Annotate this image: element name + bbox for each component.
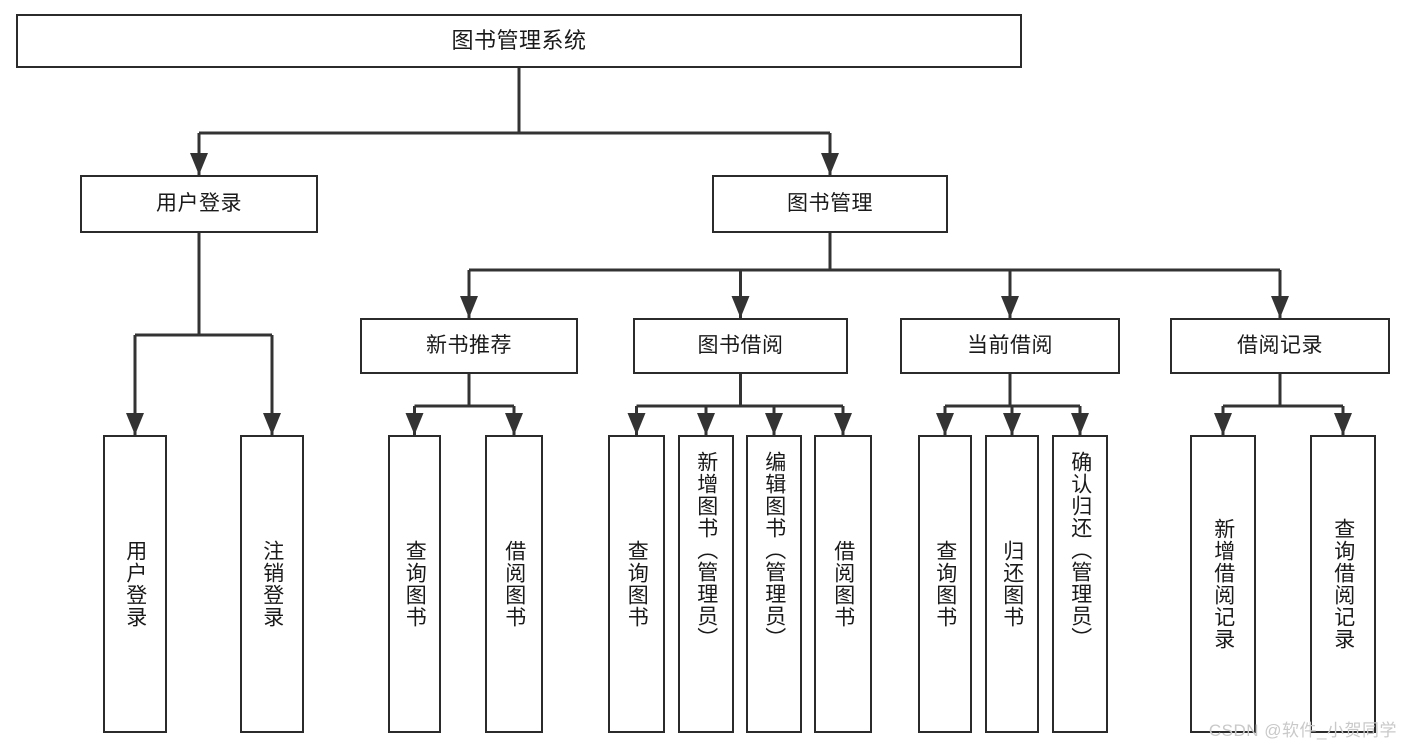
node-current[interactable]: 当前借阅 (900, 318, 1120, 374)
node-borrow[interactable]: 图书借阅 (633, 318, 848, 374)
node-records[interactable]: 借阅记录 (1170, 318, 1390, 374)
node-label: 归还图书 (1000, 540, 1024, 628)
node-r-query[interactable]: 查询借阅记录 (1310, 435, 1376, 733)
node-newbook[interactable]: 新书推荐 (360, 318, 578, 374)
node-r-add[interactable]: 新增借阅记录 (1190, 435, 1256, 733)
node-b-lend[interactable]: 借阅图书 (814, 435, 872, 733)
node-b-edit[interactable]: 编辑图书（管理员） (746, 435, 802, 733)
node-label: 用户登录 (156, 191, 242, 215)
node-login[interactable]: 用户登录 (80, 175, 318, 233)
node-label: 借阅图书 (831, 540, 855, 628)
node-l-logout[interactable]: 注销登录 (240, 435, 304, 733)
node-label: 图书借阅 (697, 333, 784, 357)
node-label: 借阅图书 (502, 540, 526, 628)
node-label: 查询图书 (403, 540, 427, 628)
node-label: 当前借阅 (967, 333, 1053, 357)
node-label: 查询借阅记录 (1331, 518, 1355, 650)
node-b-add[interactable]: 新增图书（管理员） (678, 435, 734, 733)
node-c-confirm[interactable]: 确认归还（管理员） (1052, 435, 1108, 733)
node-label: 编辑图书（管理员） (762, 451, 786, 649)
node-n-borrow[interactable]: 借阅图书 (485, 435, 543, 733)
node-label: 用户登录 (123, 540, 147, 628)
node-label: 图书管理系统 (451, 28, 587, 54)
node-root[interactable]: 图书管理系统 (16, 14, 1022, 68)
node-b-query[interactable]: 查询图书 (608, 435, 665, 733)
csdn-watermark: CSDN @软件_小贺同学 (1208, 721, 1397, 740)
node-label: 借阅记录 (1237, 333, 1323, 357)
node-label: 注销登录 (260, 540, 284, 628)
node-label: 查询图书 (625, 540, 649, 628)
node-label: 确认归还（管理员） (1068, 451, 1092, 649)
node-label: 新增图书（管理员） (694, 451, 718, 649)
node-l-login[interactable]: 用户登录 (103, 435, 167, 733)
node-label: 查询图书 (933, 540, 957, 628)
node-n-query[interactable]: 查询图书 (388, 435, 441, 733)
node-c-query[interactable]: 查询图书 (918, 435, 972, 733)
node-label: 新书推荐 (426, 333, 512, 357)
node-c-return[interactable]: 归还图书 (985, 435, 1039, 733)
node-label: 新增借阅记录 (1211, 518, 1235, 650)
node-bookmgmt[interactable]: 图书管理 (712, 175, 948, 233)
node-label: 图书管理 (787, 191, 873, 215)
